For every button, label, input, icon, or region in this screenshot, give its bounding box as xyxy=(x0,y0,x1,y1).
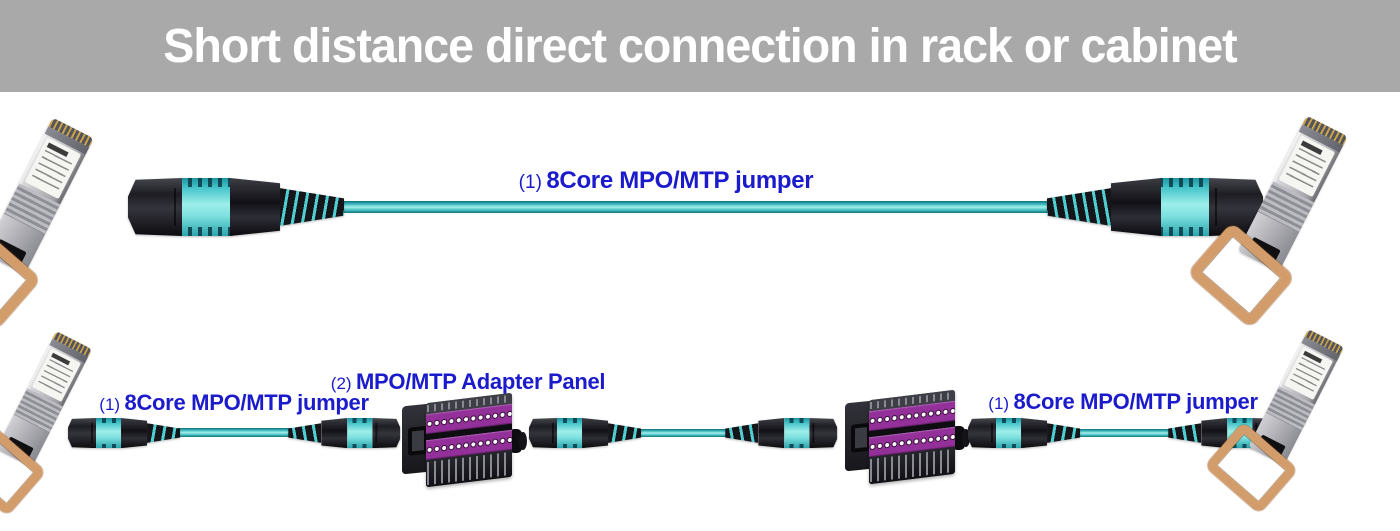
mpo-connector-top-left xyxy=(128,178,344,236)
fiber-cable-top xyxy=(336,201,1052,213)
connector-aqua-sleeve xyxy=(1161,178,1209,236)
mpo-connector-j1-right xyxy=(288,418,400,449)
mpo-connector-j1-left xyxy=(68,418,181,449)
panel-knob xyxy=(952,426,970,450)
qsfp-transceiver-bottom-right xyxy=(1204,329,1400,525)
mpo-adapter-panel-1 xyxy=(402,392,527,488)
connector-rear xyxy=(1111,178,1161,236)
mpo-connector-j3-left xyxy=(968,418,1081,449)
connector-aqua-sleeve xyxy=(182,178,230,236)
transceiver-body xyxy=(0,117,94,274)
fiber-cable-bottom-3 xyxy=(1076,429,1174,437)
connector-rear xyxy=(230,178,280,236)
bottom-left-jumper-label: (1) 8Core MPO/MTP jumper xyxy=(99,390,369,415)
connector-head xyxy=(128,178,182,236)
qsfp-transceiver-top-right xyxy=(1187,115,1400,329)
fiber-cable-bottom-2 xyxy=(637,429,731,437)
top-jumper-label: (1) 8Core MPO/MTP jumper xyxy=(518,167,814,194)
panel-knob xyxy=(509,429,527,453)
mpo-connector-j2-left xyxy=(529,418,642,449)
strain-relief-boot xyxy=(1047,186,1111,229)
mpo-adapter-panel-2 xyxy=(845,389,970,485)
panel-face xyxy=(426,392,512,488)
banner-title: Short distance direct connection in rack… xyxy=(163,20,1237,73)
banner: Short distance direct connection in rack… xyxy=(0,0,1400,92)
panel-face xyxy=(869,389,955,485)
mpo-connector-j2-right xyxy=(725,418,837,449)
strain-relief-boot xyxy=(280,188,344,226)
fiber-cable-bottom-1 xyxy=(176,428,294,437)
adapter-panel-label: (2) MPO/MTP Adapter Panel xyxy=(330,369,606,394)
bottom-right-jumper-label: (1) 8Core MPO/MTP jumper xyxy=(988,389,1258,414)
